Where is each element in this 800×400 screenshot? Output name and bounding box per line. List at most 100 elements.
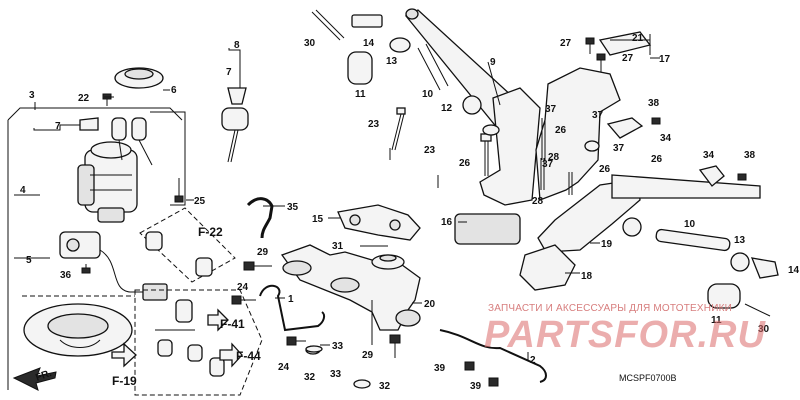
callout-5: 5 (26, 255, 32, 266)
leader-7a (33, 124, 80, 131)
watermark-logo: PARTSFOR.RU (484, 314, 766, 356)
screw-27-a (585, 37, 595, 54)
shaft-10 (417, 43, 449, 91)
cap-37-left (482, 124, 500, 136)
screw-39-b (488, 377, 499, 387)
callout-26b: 26 (555, 125, 567, 136)
ref-box-f22 (139, 207, 236, 283)
callout-21: 21 (632, 33, 644, 44)
callout-27a: 27 (560, 38, 572, 49)
callout-37d: 37 (542, 159, 554, 170)
callout-9: 9 (490, 57, 496, 68)
callout-29a: 29 (257, 247, 269, 258)
callout-7a: 7 (55, 121, 61, 132)
callout-32a: 32 (304, 372, 316, 383)
callout-29b: 29 (362, 350, 374, 361)
callout-11a: 11 (355, 89, 366, 100)
rubber-grommet-f41 (157, 299, 225, 377)
key-blank-7 (227, 87, 247, 105)
callout-38a: 38 (648, 98, 660, 109)
bolt-30-right (744, 303, 771, 317)
callout-36: 36 (60, 270, 72, 281)
callout-12: 12 (441, 103, 453, 114)
nut-12 (462, 95, 482, 115)
clamp-16 (454, 213, 521, 245)
callout-37a: 37 (545, 104, 557, 115)
callout-39a: 39 (434, 363, 446, 374)
callout-10b: 10 (684, 219, 696, 230)
screw-39-a (464, 361, 475, 371)
screw-25 (174, 178, 184, 203)
front-arrow-icon (12, 367, 57, 391)
grip-11 (347, 51, 373, 85)
callout-4: 4 (20, 185, 26, 196)
bolt-29-upper (243, 261, 272, 271)
bolt-28 (540, 158, 545, 190)
collar-ring (114, 67, 164, 89)
frame-right (150, 111, 186, 206)
callout-8: 8 (234, 40, 240, 51)
bolt-24-left (231, 295, 256, 305)
front-label: FR. (34, 368, 53, 384)
callout-30a: 30 (304, 38, 316, 49)
end-cap-13-right (730, 252, 750, 272)
callout-18: 18 (581, 271, 593, 282)
key-cover-7 (79, 117, 99, 131)
ref-box-f41 (134, 289, 263, 396)
callout-11b: 11 (711, 315, 722, 326)
callout-31: 31 (332, 241, 344, 252)
callout-35: 35 (287, 202, 299, 213)
fuel-tank-cap (23, 303, 133, 357)
clip-34b (698, 165, 725, 187)
key-8 (221, 107, 249, 163)
callout-37b: 37 (592, 110, 604, 121)
handlebar-weight-14 (351, 14, 383, 28)
bolt-23-a (391, 107, 406, 151)
screw-22 (102, 93, 112, 106)
handlebar-left (404, 8, 541, 206)
shaft-10-right (655, 228, 731, 252)
bearing-31 (371, 254, 405, 270)
callout-22: 22 (78, 93, 90, 104)
callout-15: 15 (312, 214, 324, 225)
callout-30b: 30 (758, 324, 770, 335)
callout-3: 3 (29, 90, 35, 101)
callout-39b: 39 (470, 381, 482, 392)
callout-2: 2 (530, 355, 536, 366)
leader-lines (104, 34, 660, 360)
callout-14b: 14 (788, 265, 800, 276)
callout-13b: 13 (734, 235, 746, 246)
callout-23b: 23 (424, 145, 436, 156)
callout-38b: 38 (744, 150, 756, 161)
callout-1: 1 (288, 294, 294, 305)
bolt-30 (311, 9, 345, 41)
arrow-f19-icon (111, 342, 137, 368)
ref-label-f22: F-22 (198, 225, 223, 239)
nut-12-right (622, 217, 642, 237)
callout-24b: 24 (278, 362, 290, 373)
wire-harness-1 (259, 284, 326, 332)
callout-26c: 26 (599, 164, 611, 175)
callout-34a: 34 (660, 133, 672, 144)
group-frame-top (7, 107, 183, 121)
callout-26a: 26 (459, 158, 471, 169)
wire-2 (439, 329, 547, 383)
screw-38-a (651, 117, 661, 125)
ref-label-f19: F-19 (112, 374, 137, 388)
callout-16: 16 (441, 217, 453, 228)
steering-nut-33a (305, 345, 323, 353)
callout-33b: 33 (330, 369, 342, 380)
callout-34b: 34 (703, 150, 715, 161)
ref-label-f44: F-44 (236, 349, 261, 363)
callout-20: 20 (424, 299, 436, 310)
rubber-grommet-f22 (145, 231, 213, 277)
callout-37c: 37 (613, 143, 625, 154)
callout-24a: 24 (237, 282, 249, 293)
cable-35 (246, 197, 274, 239)
grip-11-right (707, 283, 741, 309)
ignition-sensor (59, 231, 168, 301)
callout-17: 17 (659, 54, 671, 65)
ref-label-f41: F-41 (220, 317, 245, 331)
